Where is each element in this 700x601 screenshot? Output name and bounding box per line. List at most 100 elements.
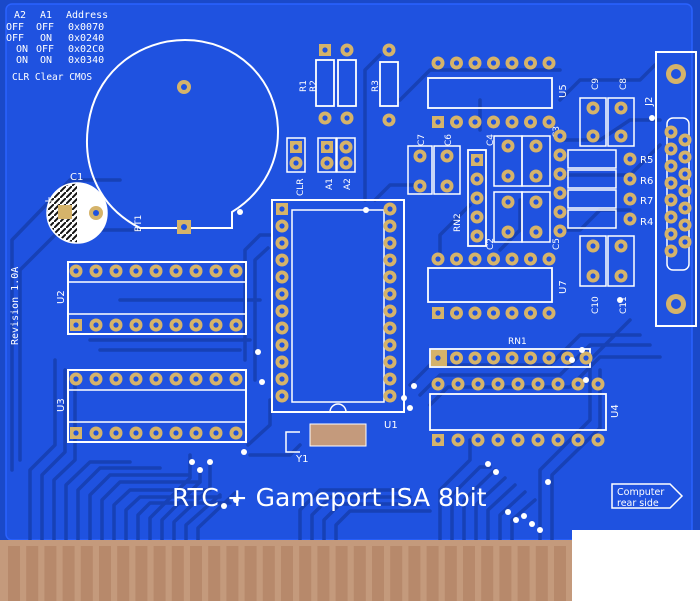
pad-hole: [387, 257, 393, 263]
pad-hole: [595, 381, 601, 387]
pad-hole: [233, 376, 239, 382]
ic-u4: U4: [429, 393, 621, 431]
address-table: A2 A1 Address OFF OFF 0x0070 OFF ON 0x02…: [6, 10, 108, 83]
pad-hole: [193, 430, 199, 436]
pad-hole: [173, 376, 179, 382]
clear-cmos-note: CLR Clear CMOS: [12, 72, 92, 83]
edge-finger: [44, 546, 57, 601]
pad-hole: [344, 47, 350, 53]
pad-hole: [474, 214, 480, 220]
pad-hole: [682, 154, 688, 160]
pad-hole: [73, 268, 79, 274]
pad-hole: [279, 274, 285, 280]
pad-hole: [575, 437, 581, 443]
address-row-3-a2: ON: [16, 55, 28, 66]
pad-hole: [387, 325, 393, 331]
capacitor-c1: C1 +: [44, 172, 108, 244]
pad-hole: [173, 322, 179, 328]
pad-hole: [279, 359, 285, 365]
pad-hole: [279, 291, 285, 297]
pad-hole: [533, 229, 539, 235]
pad-hole: [193, 376, 199, 382]
pad-hole: [387, 223, 393, 229]
pad-hole: [279, 206, 285, 212]
pad-hole: [93, 322, 99, 328]
pad-hole: [324, 160, 330, 166]
pad-hole: [535, 437, 541, 443]
pad-hole: [682, 205, 688, 211]
pad-hole: [113, 376, 119, 382]
pad-hole: [387, 376, 393, 382]
pad-hole: [435, 355, 441, 361]
resistors-r1-r2: R1 R2: [299, 59, 357, 107]
edge-finger: [408, 546, 421, 601]
component-pads: [69, 43, 692, 447]
pad-hole: [618, 243, 624, 249]
edge-finger: [153, 546, 166, 601]
resistor-r3: R3: [371, 61, 399, 107]
pad-hole: [668, 129, 674, 135]
edge-finger: [244, 546, 257, 601]
pad-hole: [435, 381, 441, 387]
address-row-0-addr: 0x0070: [68, 22, 104, 33]
via: [401, 395, 407, 401]
pad-hole: [233, 430, 239, 436]
pad-hole: [668, 231, 674, 237]
edge-finger: [117, 546, 130, 601]
address-row-0-a2: OFF: [6, 22, 24, 33]
pad-hole: [193, 268, 199, 274]
resistor-network-rn2: RN2: [453, 149, 487, 247]
address-row-1-addr: 0x0240: [68, 33, 104, 44]
pad-hole: [472, 355, 478, 361]
address-header-a1: A1: [40, 10, 52, 21]
pad-hole: [546, 119, 552, 125]
bt1-label: BT1: [134, 215, 144, 232]
capacitor-c10-c11: C10 C11: [579, 235, 635, 314]
pad-hole: [527, 310, 534, 316]
pad-hole: [435, 437, 441, 443]
edge-finger: [208, 546, 221, 601]
pad-hole: [474, 233, 480, 239]
pad-hole: [555, 437, 561, 443]
cutout-corner: [572, 530, 700, 601]
pad-hole: [668, 163, 674, 169]
pad-hole: [546, 256, 552, 262]
pad-hole: [474, 195, 480, 201]
pad-hole: [505, 229, 511, 235]
pad-hole: [387, 393, 393, 399]
pad-hole: [213, 268, 219, 274]
pad-hole: [490, 60, 497, 66]
pad-hole: [668, 248, 674, 254]
pad-hole: [527, 60, 534, 66]
via: [569, 357, 575, 363]
pad-hole: [279, 240, 285, 246]
edge-finger: [8, 546, 20, 601]
pad-hole: [213, 376, 219, 382]
ic-u2: U2: [56, 261, 247, 335]
pad-hole: [668, 197, 674, 203]
address-header-a2: A2: [14, 10, 26, 21]
jumper-clr-label: CLR: [296, 178, 306, 196]
pad-hole: [387, 342, 393, 348]
pad-hole: [279, 376, 285, 382]
via: [189, 459, 195, 465]
pad-hole: [173, 430, 179, 436]
via: [617, 297, 623, 303]
u5-label: U5: [558, 84, 569, 98]
pad-hole: [453, 119, 460, 125]
edge-finger: [444, 546, 457, 601]
via: [513, 517, 519, 523]
pad-hole: [93, 430, 99, 436]
pad-hole: [535, 381, 541, 387]
capacitor-c6-c7: C7 C6: [407, 134, 461, 195]
via: [207, 459, 213, 465]
pad-hole: [557, 209, 563, 215]
pad-hole: [509, 310, 515, 316]
pad-hole: [455, 437, 461, 443]
pad-hole: [453, 310, 460, 316]
via: [233, 497, 239, 503]
pad-hole: [213, 322, 219, 328]
via: [363, 207, 369, 213]
edge-finger: [262, 546, 275, 601]
